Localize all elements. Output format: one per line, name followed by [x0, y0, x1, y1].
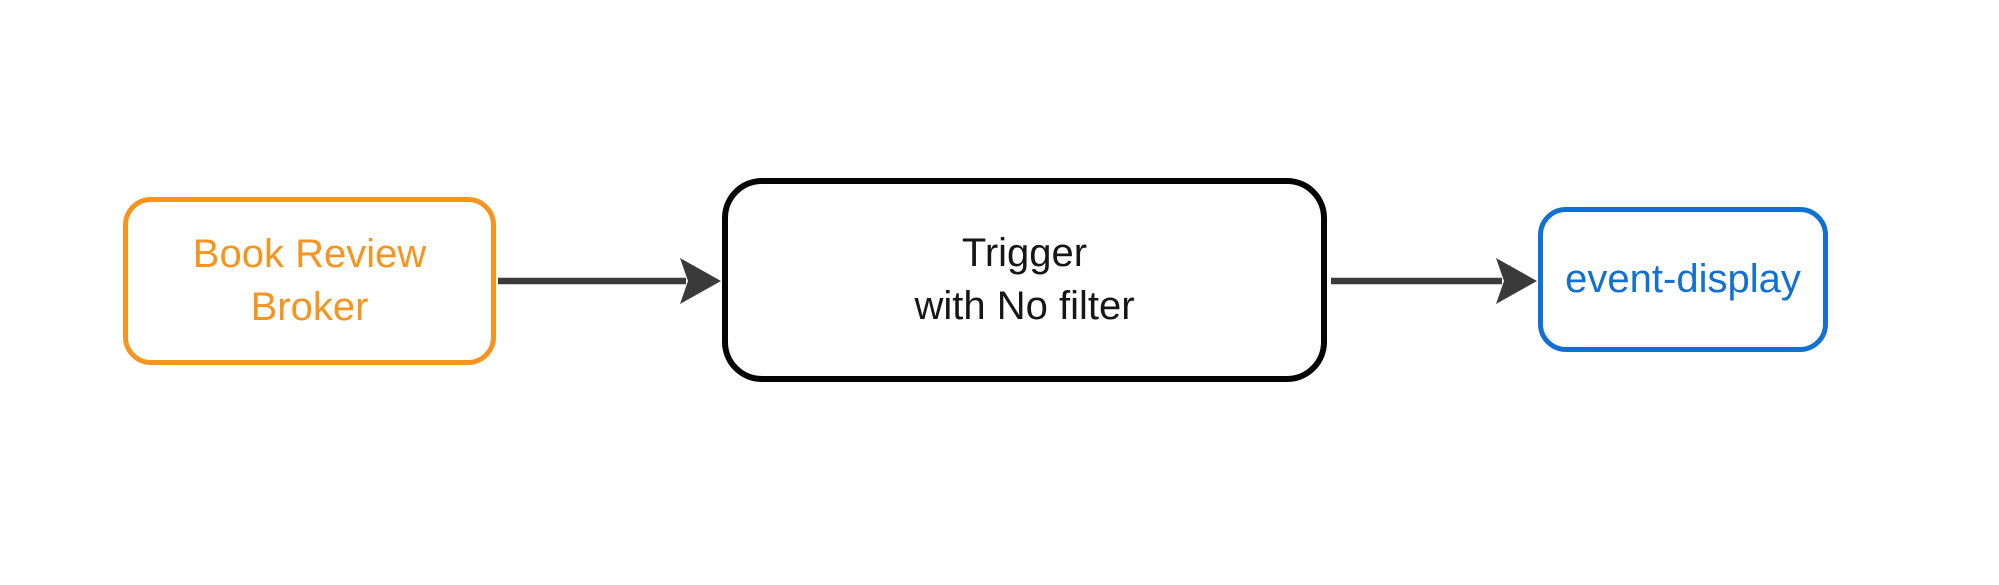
node-trigger: Trigger with No filter: [722, 178, 1327, 382]
node-label-line: Broker: [250, 285, 369, 329]
arrow-broker-to-trigger: [498, 258, 721, 304]
node-event-display: event-display: [1538, 207, 1828, 352]
node-label-line: with No filter: [914, 284, 1135, 328]
node-label: Trigger with No filter: [914, 227, 1134, 333]
node-label-line: Trigger: [961, 231, 1088, 275]
node-label-line: Book Review: [192, 232, 427, 276]
arrowhead-icon: [1496, 258, 1537, 304]
arrowhead-icon: [680, 258, 721, 304]
node-label: event-display: [1565, 253, 1801, 306]
arrow-trigger-to-event-display: [1331, 258, 1537, 304]
node-label: Book Review Broker: [193, 228, 426, 334]
node-book-review-broker: Book Review Broker: [123, 197, 496, 365]
node-label-line: event-display: [1565, 257, 1801, 301]
